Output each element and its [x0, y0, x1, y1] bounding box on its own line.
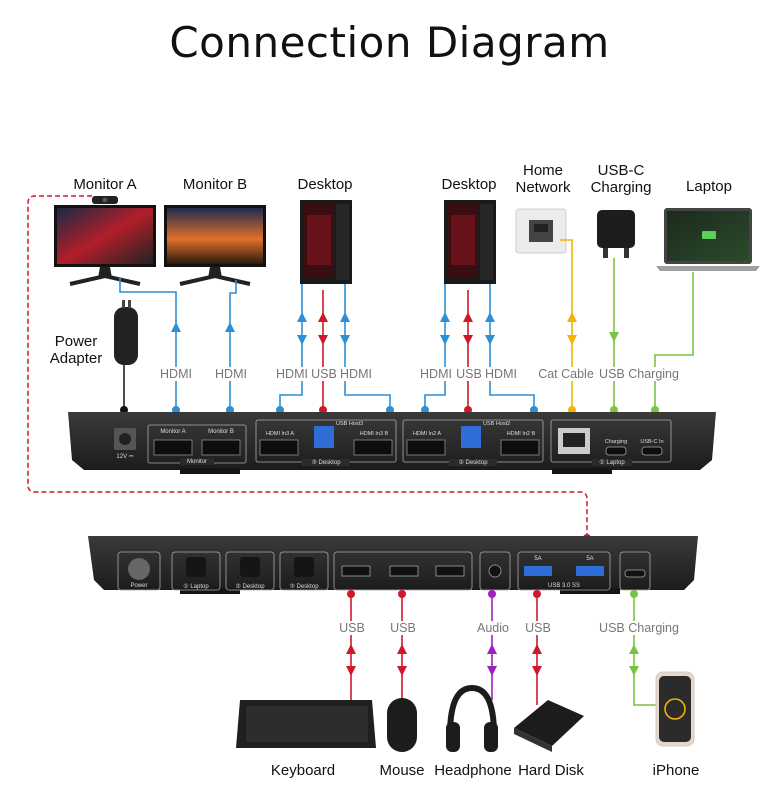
port-label-usb-c-in: USB-C In: [640, 439, 664, 445]
mouse-icon: [387, 698, 417, 752]
group-label-monitor: Monitor: [180, 459, 214, 465]
cable-label-hdmi: HDMI: [272, 367, 312, 381]
label-usb-c-charging: USB-C Charging: [590, 162, 652, 196]
label-home-network: Home Network: [515, 162, 571, 196]
port-label-hdmi-in3b: HDMI In3 B: [359, 431, 389, 437]
monitor-b-icon: [164, 205, 266, 286]
port-label-hdmi-in2b: HDMI In2 B: [506, 431, 536, 437]
hard-disk-icon: [514, 700, 584, 752]
label-mouse: Mouse: [379, 762, 425, 779]
kvm-front-panel: [88, 536, 698, 594]
cable-label-usb: USB: [387, 621, 419, 635]
cable-label-hdmi: HDMI: [336, 367, 376, 381]
button-label-laptop: ① Laptop: [183, 584, 209, 590]
cable-label-hdmi: HDMI: [211, 367, 251, 381]
cable-label-usb-charging: USB Charging: [596, 621, 682, 635]
kvm-rear-panel: [68, 412, 716, 474]
label-keyboard: Keyboard: [270, 762, 336, 779]
button-label-desktop3: ③ Desktop: [289, 584, 319, 590]
cable-label-usb: USB: [310, 367, 338, 381]
hdmi-cable-desktop2-b: [489, 284, 535, 410]
hdmi-cable-desktop1-b: [344, 284, 391, 410]
link-dashed-line: [27, 195, 588, 538]
keyboard-icon: [236, 700, 376, 748]
port-label-usb-host2: USB Host2: [483, 421, 511, 427]
laptop-icon: [656, 208, 760, 271]
ethernet-jack-icon: [515, 208, 567, 254]
usb-c-charger-icon: [597, 210, 635, 258]
label-desktop-2: Desktop: [441, 176, 497, 193]
cable-label-usb-charging: USB Charging: [598, 367, 680, 381]
hdmi-cable-desktop1-a: [279, 284, 303, 410]
label-power-adapter: Power Adapter: [49, 333, 103, 367]
cable-label-hdmi: HDMI: [481, 367, 521, 381]
power-adapter-icon: [114, 300, 138, 365]
port-label-hdmi-in3a: HDMI In3 A: [265, 431, 295, 437]
cable-label-hdmi: HDMI: [156, 367, 196, 381]
monitor-a-icon: [54, 196, 156, 286]
hdmi-cable-monitor-a: [119, 278, 177, 410]
button-label-power: Power: [130, 583, 148, 589]
hdmi-cable-monitor-b: [229, 280, 237, 410]
port-label-monitor-b: Monitor B: [208, 429, 234, 435]
cable-label-usb: USB: [455, 367, 483, 381]
port-label-5a: 5A: [586, 556, 594, 562]
port-label-hdmi-in2a: HDMI In2 A: [412, 431, 442, 437]
port-label-5a: 5A: [534, 556, 542, 562]
cable-label-audio: Audio: [472, 621, 514, 635]
port-label-monitor-a: Monitor A: [160, 429, 186, 435]
label-iphone: iPhone: [652, 762, 700, 779]
label-headphone: Headphone: [434, 762, 512, 779]
headphone-icon: [446, 684, 498, 752]
label-laptop: Laptop: [686, 178, 732, 195]
page-title: Connection Diagram: [169, 18, 610, 67]
iphone-charging-cable: [633, 594, 656, 706]
port-label-usb3: USB 3.0 SS: [547, 583, 580, 589]
label-hard-disk: Hard Disk: [518, 762, 584, 779]
cable-label-usb: USB: [336, 621, 368, 635]
label-desktop-1: Desktop: [297, 176, 353, 193]
cable-label-usb: USB: [522, 621, 554, 635]
port-label-usb-host3: USB Host3: [336, 421, 364, 427]
desktop-tower-icon: [444, 200, 496, 284]
group-label-desktop2: ② Desktop: [449, 459, 497, 466]
laptop-charging-cable: [654, 272, 694, 410]
label-monitor-b: Monitor B: [182, 176, 248, 193]
cable-label-cat: Cat Cable: [536, 367, 596, 381]
port-label-charging: Charging: [604, 439, 628, 445]
label-monitor-a: Monitor A: [73, 176, 137, 193]
button-label-desktop2: ② Desktop: [235, 584, 265, 590]
cat-cable: [560, 239, 573, 410]
iphone-icon: [655, 671, 695, 747]
group-label-laptop: ① Laptop: [592, 459, 632, 466]
desktop-tower-icon: [300, 200, 352, 284]
hdmi-cable-desktop2-a: [424, 284, 446, 410]
cable-label-hdmi: HDMI: [416, 367, 456, 381]
group-label-desktop3: ③ Desktop: [302, 459, 350, 466]
port-label-dc: 12V ⎓: [116, 454, 134, 460]
